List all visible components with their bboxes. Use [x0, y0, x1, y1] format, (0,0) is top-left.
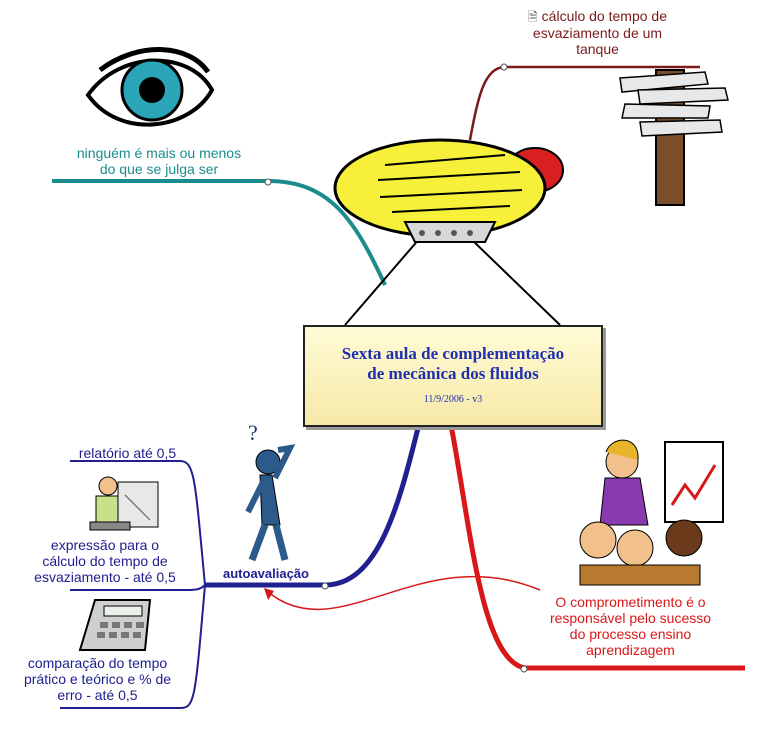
central-date: 11/9/2006 - v3	[423, 394, 483, 405]
topic-top-left[interactable]: ninguém é mais ou menos do que se julga …	[50, 145, 268, 177]
subtopic-comparacao[interactable]: comparação do tempo prático e teórico e …	[5, 655, 190, 703]
topic-top-right[interactable]: 🗎cálculo do tempo de esvaziamento de um …	[505, 8, 690, 57]
topic-top-right-line3: tanque	[576, 41, 619, 57]
subbranch-comparacao	[60, 584, 206, 709]
branch-node-bottom-left[interactable]	[321, 582, 329, 590]
relationship-arrowhead	[264, 588, 274, 600]
subbranch-expressao	[70, 584, 206, 591]
subtopic-expressao-line2: cálculo do tempo de	[42, 553, 168, 569]
subtopic-comparacao-line3: erro - até 0,5	[57, 687, 138, 703]
thinking-figure-icon: ?	[245, 420, 296, 562]
topic-bottom-right-line2: responsável pelo sucesso	[549, 610, 712, 626]
branch-top-left	[52, 179, 387, 286]
topic-top-right-line1: cálculo do tempo de	[541, 8, 667, 24]
branch-bottom-right	[447, 419, 745, 671]
topic-bottom-right-line4: aprendizagem	[586, 642, 675, 658]
topic-top-left-line1: ninguém é mais ou menos	[76, 145, 242, 161]
topic-autoavaliacao[interactable]: autoavaliação	[223, 566, 309, 581]
topic-bottom-right-line1: O comprometimento é o	[555, 594, 706, 610]
subtopic-comparacao-line1: comparação do tempo	[27, 655, 168, 671]
document-icon[interactable]: 🗎	[528, 10, 538, 24]
branch-node-top-left[interactable]	[264, 178, 272, 186]
branch-bottom-left	[205, 419, 423, 588]
branch-node-bottom-right[interactable]	[520, 665, 528, 673]
signpost-icon	[619, 69, 729, 206]
svg-text:?: ?	[248, 420, 258, 445]
blimp-icon	[333, 138, 564, 243]
central-title-line1: Sexta aula de complementação	[341, 344, 565, 363]
subtopic-relatorio-line1: relatório até 0,5	[78, 445, 177, 461]
branch-node-top-right[interactable]	[500, 63, 508, 71]
subtopic-expressao-line1: expressão para o	[50, 537, 160, 553]
teacher-audience-icon	[579, 439, 724, 586]
topic-bottom-right-line3: do processo ensino	[569, 626, 692, 642]
subtopic-expressao-line3: esvaziamento - até 0,5	[34, 569, 176, 585]
topic-top-left-line2: do que se julga ser	[99, 161, 219, 177]
calculator-icon	[78, 599, 152, 651]
subtopic-relatorio[interactable]: relatório até 0,5	[65, 445, 190, 461]
subbranch-relatorio	[70, 460, 206, 586]
topic-top-right-line2: esvaziamento de um	[532, 25, 663, 41]
relationship-arrow	[267, 575, 541, 611]
subtopic-comparacao-line2: prático e teórico e % de	[23, 671, 172, 687]
drafting-person-icon	[89, 476, 159, 531]
central-topic[interactable]: Sexta aula de complementação de mecânica…	[303, 325, 603, 427]
eye-icon	[85, 47, 215, 127]
central-title-line2: de mecânica dos fluidos	[367, 364, 539, 383]
subtopic-expressao[interactable]: expressão para o cálculo do tempo de esv…	[15, 537, 195, 585]
topic-bottom-right[interactable]: O comprometimento é o responsável pelo s…	[518, 594, 743, 658]
